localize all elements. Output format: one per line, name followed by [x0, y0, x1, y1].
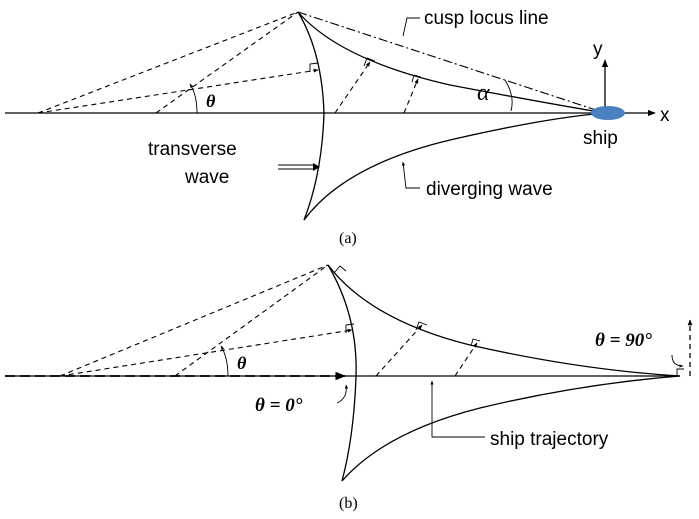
ship-trajectory-pointer	[430, 380, 485, 438]
dashed-line-1	[37, 11, 299, 114]
panel-b: θ θ = 90° θ = 0° ship trajectory (b)	[5, 264, 693, 512]
caption-a: (a)	[339, 230, 357, 247]
dashed-line-2	[155, 11, 299, 114]
dashed-line-5	[403, 78, 419, 114]
right-angle-mark	[363, 57, 376, 67]
x-axis-label: x	[660, 105, 670, 126]
diverging-label: diverging wave	[426, 179, 553, 200]
cusp-locus-label: cusp locus line	[424, 8, 549, 29]
diverging-wave-lower	[341, 375, 681, 482]
diverging-wave-lower	[303, 112, 606, 221]
diverging-wave-upper	[327, 264, 681, 377]
caption-b: (b)	[339, 495, 358, 512]
dashed-line-4	[375, 324, 423, 377]
right-angle-mark	[333, 265, 347, 274]
dashed-line-4	[334, 61, 371, 114]
theta-angle-arc	[220, 345, 229, 377]
transverse-pointer-head	[313, 163, 320, 171]
right-angle-mark	[470, 338, 481, 347]
right-angle-mark	[345, 323, 355, 333]
alpha-label: α	[477, 80, 490, 106]
cusp-locus-line	[297, 11, 606, 114]
transverse-wave-curve	[327, 264, 357, 482]
ship-trajectory-label: ship trajectory	[490, 429, 609, 450]
transverse-label-line2: wave	[184, 167, 229, 188]
right-angle-mark	[415, 321, 428, 331]
theta-ninety-pointer	[671, 354, 684, 368]
dashed-line-3	[37, 68, 319, 114]
transverse-wave-curve	[297, 11, 325, 221]
dashed-line-3	[59, 328, 353, 377]
right-angle-mark	[411, 74, 422, 83]
ship-label: ship	[583, 128, 618, 149]
panel-a: x y θ α ship cusp locus line	[5, 8, 670, 247]
theta-label: θ	[237, 353, 247, 373]
theta-zero-pointer	[336, 384, 349, 404]
theta-zero-label: θ = 0°	[255, 395, 303, 416]
dashed-line-5	[454, 342, 478, 377]
dashed-line-2	[174, 264, 329, 377]
diverging-wave-upper	[297, 11, 606, 114]
transverse-label-line1: transverse	[148, 139, 237, 160]
diverging-pointer	[401, 161, 420, 189]
dashed-line-1	[59, 264, 329, 377]
right-angle-mark	[309, 62, 319, 72]
right-angle-mark	[676, 368, 684, 376]
ship-marker	[591, 106, 625, 120]
theta-ninety-label: θ = 90°	[595, 330, 652, 351]
theta-label: θ	[206, 91, 216, 111]
theta-angle-arc	[189, 83, 198, 114]
y-axis-label: y	[593, 39, 603, 60]
alpha-angle-arc	[504, 79, 513, 112]
cusp-locus-pointer	[402, 17, 420, 37]
